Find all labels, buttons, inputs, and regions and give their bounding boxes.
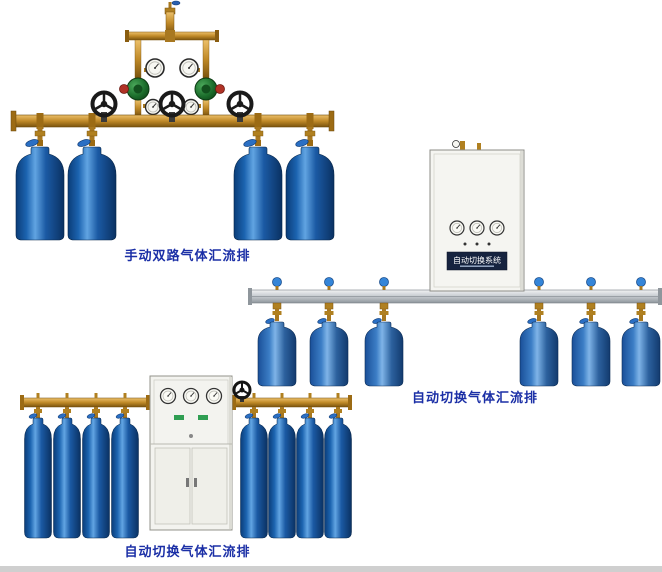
bottom-divider — [0, 566, 662, 572]
gas-cylinder — [15, 146, 65, 241]
product-figure-auto-switch-wall: 自动切换系统 — [248, 140, 662, 390]
cylinder-station — [24, 392, 52, 539]
cabinet-top-fitting — [477, 143, 481, 150]
top-outlet-valve-icon — [164, 0, 181, 35]
cylinder-valve-icon — [76, 126, 98, 149]
pressure-gauge-icon — [449, 220, 465, 236]
gas-cylinder — [571, 321, 611, 387]
auto-switch-manifold-illustration: 自动切换系统 — [248, 140, 662, 387]
product-figure-manual-dual — [0, 0, 340, 244]
red-knob-icon — [215, 84, 225, 94]
green-indicator — [198, 415, 208, 420]
pressure-gauge-icon — [182, 98, 200, 116]
cabinet-top-fitting — [460, 141, 465, 150]
pressure-gauge-icon — [469, 220, 485, 236]
cylinder-station — [53, 392, 81, 539]
pressure-gauge-icon — [145, 58, 165, 78]
indicator-light — [463, 242, 467, 246]
gas-cylinder — [621, 321, 661, 387]
cylinder-station — [15, 126, 65, 241]
indicator-light — [487, 242, 491, 246]
gas-cylinder — [82, 417, 110, 539]
pressure-gauge-icon — [452, 140, 460, 148]
pressure-gauge-icon — [205, 387, 223, 405]
door-handle — [186, 478, 189, 487]
gas-cylinder — [296, 417, 324, 539]
caption-manual-dual: 手动双路气体汇流排 — [124, 249, 251, 264]
right-regulator-branch — [179, 39, 225, 117]
pressure-gauge-icon — [182, 387, 200, 405]
indicator-light — [475, 242, 479, 246]
gas-cylinder — [24, 417, 52, 539]
manual-dual-manifold-illustration — [10, 0, 335, 241]
gas-cylinder — [67, 146, 117, 241]
cylinder-station — [82, 392, 110, 539]
gas-cylinder — [268, 417, 296, 539]
caption-auto-switch-floor: 自动切换气体汇流排 — [124, 545, 251, 560]
gas-cylinder — [111, 417, 139, 539]
cylinder-station — [296, 392, 324, 539]
product-figure-auto-switch-floor — [16, 370, 356, 546]
control-cabinet — [149, 375, 233, 531]
cylinder-station — [324, 392, 352, 539]
pressure-gauge-icon — [489, 220, 505, 236]
gas-cylinder — [53, 417, 81, 539]
pressure-gauge-icon — [159, 387, 177, 405]
header-pipe — [125, 30, 219, 42]
cabinet-label: 自动切换系统 — [453, 255, 501, 265]
lock-icon — [189, 434, 193, 438]
cylinder-station — [67, 126, 117, 241]
control-cabinet: 自动切换系统 — [429, 140, 525, 292]
cabinet-door — [154, 447, 191, 525]
gas-cylinder — [519, 321, 559, 387]
green-indicator — [174, 415, 184, 420]
left-regulator-branch — [119, 39, 165, 117]
pressure-gauge-icon — [144, 98, 162, 116]
cabinet-sublabel-line — [460, 265, 494, 267]
gas-cylinder — [364, 321, 404, 387]
door-handle — [194, 478, 197, 487]
cylinder-station — [111, 392, 139, 539]
manifold-pipe — [20, 395, 352, 410]
cylinder-valve-icon — [24, 126, 46, 149]
cylinder-station — [268, 392, 296, 539]
pressure-gauge-icon — [179, 58, 199, 78]
gas-cylinder — [240, 417, 268, 539]
auto-switch-floor-illustration — [20, 375, 352, 539]
caption-auto-switch-wall: 自动切换气体汇流排 — [411, 391, 538, 406]
red-knob-icon — [119, 84, 129, 94]
manifold-pipe — [248, 288, 662, 305]
gas-cylinder — [324, 417, 352, 539]
cylinder-station — [240, 392, 268, 539]
cabinet-door — [191, 447, 228, 525]
